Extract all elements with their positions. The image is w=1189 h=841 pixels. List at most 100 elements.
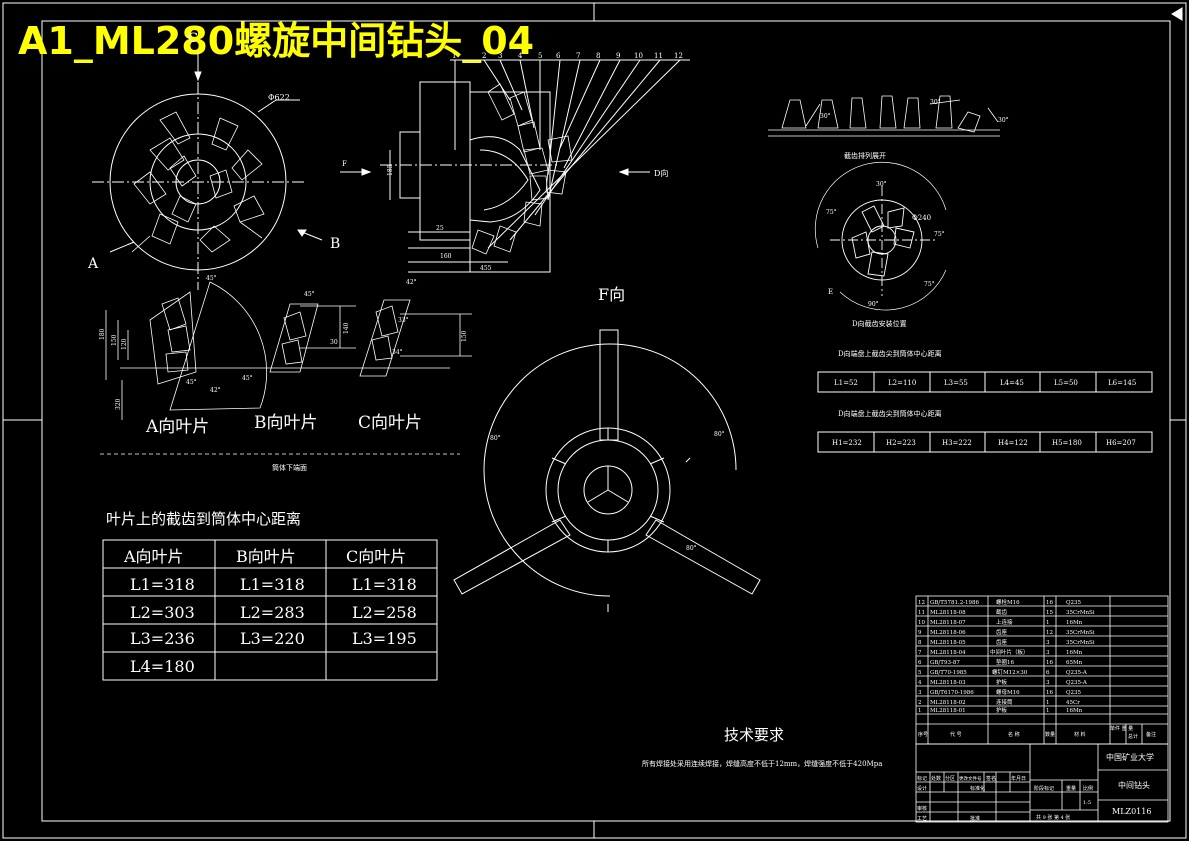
blade-dim: 150 [111, 334, 118, 346]
distance-table-header: C向叶片 [346, 547, 406, 566]
bom-cell: 螺母M16 [996, 688, 1020, 696]
bom-cell: 1 [918, 708, 922, 714]
page-title: A1_ML280螺旋中间钻头_04 [18, 19, 534, 63]
blade-dim: 120 [121, 338, 128, 350]
bom-cell: 16Mn [1066, 620, 1083, 626]
bom-header-cell: 单件 重 量 [1110, 725, 1133, 732]
blade-angle: 42° [210, 387, 221, 394]
bom-cell: 35CrMnSi [1066, 630, 1095, 636]
bom-cell: 12 [1046, 630, 1053, 636]
bom-cell: 3 [1046, 650, 1050, 656]
title-block [915, 743, 1169, 823]
d-view-angle-4: 75° [934, 231, 945, 238]
blade-dim: 140 [343, 322, 350, 334]
table-cell: L2=258 [352, 603, 417, 622]
pick-row-angle-2: 30° [930, 99, 941, 106]
top-view-label-a: A [87, 256, 99, 272]
top-view-label-b: B [330, 236, 340, 252]
top-view-dim: Φ622 [268, 93, 290, 102]
tb-cell: 更改文件号 [959, 775, 982, 782]
bom-cell: ML28118-07 [930, 620, 966, 626]
table-cell: L3=236 [130, 629, 195, 648]
balloon-1: 1 [452, 52, 456, 60]
balloon-7: 7 [576, 52, 580, 60]
bom-cell: 5 [918, 670, 922, 676]
sheet-count: 共 9 张 第 4 张 [1036, 814, 1070, 821]
blade-angle: 45° [242, 375, 253, 382]
balloon-6: 6 [556, 52, 561, 60]
tb-cell: 标准化 [970, 785, 985, 792]
table-cell: L5=50 [1054, 379, 1078, 387]
bom-header: 序号 代 号 名 称 数量 材 料 单件 重 量 总计 备注 [918, 725, 1156, 740]
table-l-cells: L1=52 L2=110 L3=55 L4=45 L5=50 L6=145 [834, 379, 1136, 387]
blade-views [100, 281, 472, 455]
bom-cell: 护板 [996, 678, 1008, 686]
distance-table-body: L1=318 L1=318 L1=318 L2=303 L2=283 L2=25… [130, 575, 417, 676]
blade-label-a: A向叶片 [145, 417, 209, 437]
bom-rows: 12 GB/T5781.2-1986 螺栓M16 16 Q235 11 ML28… [918, 598, 1095, 714]
bom-cell: 中间叶片（板） [990, 648, 1029, 656]
distance-table [102, 539, 438, 681]
blade-dim: 320 [115, 398, 122, 410]
bom-cell: Q235 [1066, 600, 1082, 606]
side-view-dim-4: 455 [480, 265, 492, 272]
bom-cell: ML28118-01 [930, 708, 966, 714]
d-view-angle-2: 75° [826, 209, 837, 216]
table-cell: L3=55 [944, 379, 968, 387]
bom-header-cell: 材 料 [1074, 731, 1086, 738]
bom-cell: 3 [1046, 640, 1050, 646]
side-view-dim-2: 25 [436, 225, 444, 232]
table-cell: L3=195 [352, 629, 417, 648]
bom-cell: 15 [1046, 610, 1053, 616]
bom-cell: 1 [1046, 708, 1050, 714]
bom-cell: 螺钉M12×30 [992, 668, 1028, 676]
bom-cell: 16 [1046, 600, 1053, 606]
bom-cell: 11 [918, 610, 925, 616]
bom-cell: 45Cr [1066, 700, 1080, 706]
table-cell: L1=318 [240, 575, 305, 594]
f-view [453, 329, 761, 612]
balloon-5: 5 [538, 52, 542, 60]
bom-cell: ML28118-05 [930, 640, 966, 646]
blade-dim: 150 [461, 330, 468, 342]
table-cell: L3=220 [240, 629, 305, 648]
tb-cell: 设计 [917, 785, 927, 792]
blade-label-b: B向叶片 [254, 413, 318, 433]
table-cell: L1=318 [352, 575, 417, 594]
bom-cell: 35CrMnSi [1066, 640, 1095, 646]
bom-cell: 护板 [996, 706, 1008, 714]
balloon-11: 11 [654, 52, 663, 60]
pick-row-angle-3: 30° [998, 117, 1009, 124]
bom-header-cell: 总计 [1128, 733, 1138, 740]
bom-cell: GB/T5781.2-1986 [930, 600, 980, 606]
table-h-cells: H1=232 H2=223 H3=222 H4=122 H5=180 H6=20… [832, 439, 1136, 447]
blade-dim: 180 [99, 328, 106, 340]
top-view [92, 52, 323, 290]
table-h [817, 431, 1153, 453]
distance-table-caption: 叶片上的截齿到筒体中心距离 [106, 510, 301, 528]
f-view-label: F向 [598, 285, 625, 304]
bom-table [915, 595, 1169, 745]
bom-cell: 65Mn [1066, 660, 1083, 666]
table-cell: H4=122 [998, 439, 1028, 447]
bom-header-cell: 数量 [1045, 731, 1055, 738]
d-view-caption: D向截齿安装位置 [852, 319, 907, 328]
bom-cell: 3 [918, 690, 922, 696]
drawing-name: 中间钻头 [1118, 780, 1150, 790]
stage-label: 阶段标记 [1034, 785, 1054, 792]
side-view-dim-1: 185 [387, 164, 394, 176]
blade-caption: 筒体下端面 [272, 463, 307, 472]
bom-cell: 10 [918, 620, 925, 626]
distance-table-header: B向叶片 [236, 547, 296, 566]
table-l-caption: D向端盘上截齿尖到筒体中心距离 [838, 349, 942, 358]
balloon-9: 9 [616, 52, 620, 60]
bom-cell: 6 [1046, 670, 1050, 676]
balloon-12: 12 [674, 52, 683, 60]
blade-annotations: 45° 45° 45° 42° 45° 42° 33° 34° 180 150 … [99, 275, 468, 410]
balloon-10: 10 [634, 52, 643, 60]
blade-angle: 45° [186, 379, 197, 386]
bom-cell: 截齿 [996, 608, 1008, 616]
balloon-3: 3 [498, 52, 502, 60]
table-cell: L2=303 [130, 603, 195, 622]
weight-label: 重量 [1066, 785, 1076, 792]
